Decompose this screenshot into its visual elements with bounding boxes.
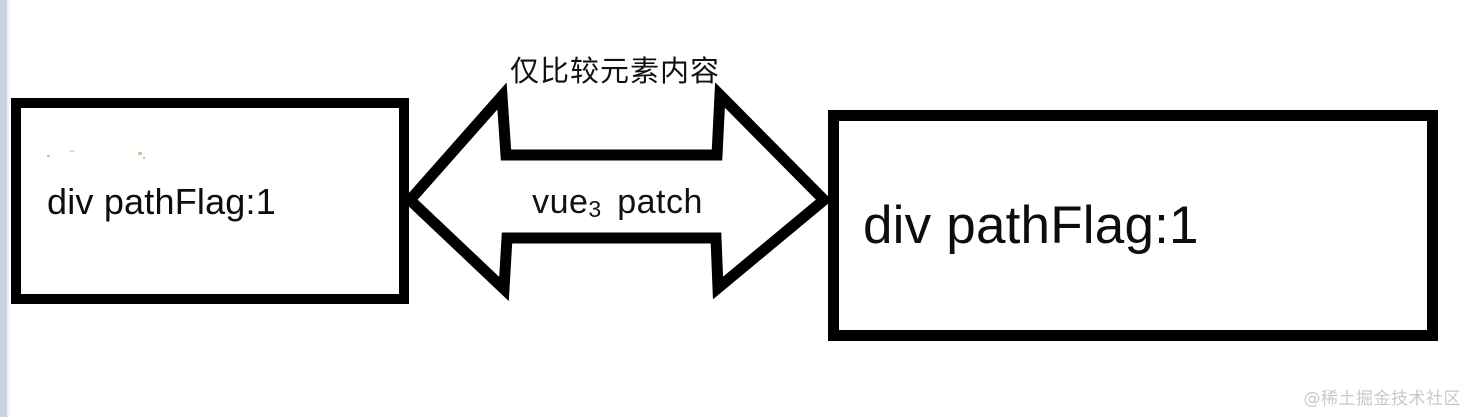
scan-speck <box>143 157 145 159</box>
node-box-left: div pathFlag:1 <box>11 98 409 304</box>
bidirectional-arrow-icon <box>400 82 840 305</box>
watermark-text: @稀土掘金技术社区 <box>1303 389 1461 409</box>
node-box-right: div pathFlag:1 <box>828 110 1438 341</box>
page-gutter-fade <box>7 0 11 417</box>
node-label-left: div pathFlag:1 <box>47 181 276 222</box>
scan-speck <box>70 150 74 152</box>
page-gutter-strip <box>0 0 7 417</box>
scan-speck <box>138 152 142 155</box>
node-label-right: div pathFlag:1 <box>863 196 1199 255</box>
top-annotation-label: 仅比较元素内容 <box>509 54 720 88</box>
scan-speck <box>47 155 50 157</box>
